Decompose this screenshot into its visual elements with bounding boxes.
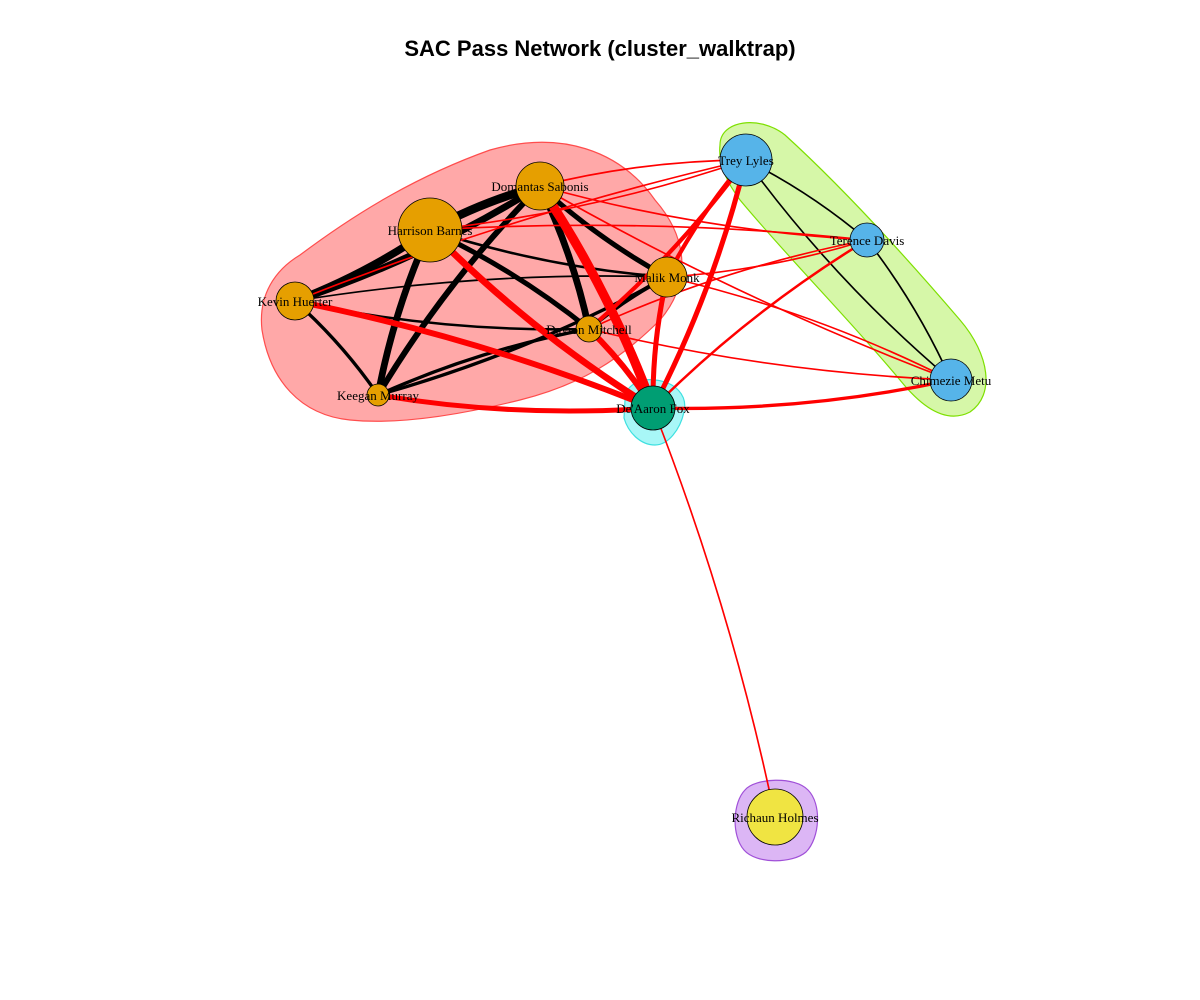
edge-terence-davis-harrison-barnes bbox=[429, 224, 868, 241]
edge-terence-davis-davion-mitchell bbox=[588, 239, 868, 330]
node-label-de-aaron-fox: De'Aaron Fox bbox=[616, 401, 690, 416]
node-chimezie-metu[interactable] bbox=[929, 358, 973, 402]
node-davion-mitchell[interactable] bbox=[575, 315, 603, 343]
node-malik-monk[interactable] bbox=[646, 256, 688, 298]
node-label-richaun-holmes: Richaun Holmes bbox=[731, 810, 818, 825]
edge-trey-lyles-kevin-huerter bbox=[294, 159, 747, 302]
node-label-malik-monk: Malik Monk bbox=[634, 270, 700, 285]
edge-domantas-sabonis-keegan-murray bbox=[375, 183, 543, 398]
edge-de-aaron-fox-kevin-huerter bbox=[292, 298, 656, 411]
edge-chimezie-metu-malik-monk bbox=[666, 276, 952, 381]
node-label-harrison-barnes: Harrison Barnes bbox=[388, 223, 473, 238]
node-label-trey-lyles: Trey Lyles bbox=[718, 153, 774, 168]
edge-chimezie-metu-davion-mitchell bbox=[588, 328, 952, 381]
node-label-keegan-murray: Keegan Murray bbox=[337, 388, 419, 403]
edge-de-aaron-fox-keegan-murray bbox=[375, 392, 656, 414]
nodes-layer bbox=[275, 133, 973, 846]
edge-de-aaron-fox-richaun-holmes bbox=[652, 407, 776, 818]
community-hull-1 bbox=[260, 141, 683, 422]
edge-de-aaron-fox-domantas-sabonis bbox=[535, 181, 658, 413]
node-trey-lyles[interactable] bbox=[719, 133, 773, 187]
node-label-kevin-huerter: Kevin Huerter bbox=[258, 294, 333, 309]
edge-de-aaron-fox-terence-davis bbox=[651, 238, 869, 410]
node-richaun-holmes[interactable] bbox=[746, 788, 804, 846]
node-terence-davis[interactable] bbox=[849, 222, 885, 258]
node-label-davion-mitchell: Davion Mitchell bbox=[546, 322, 632, 337]
edge-davion-mitchell-keegan-murray bbox=[376, 327, 591, 397]
edge-chimezie-metu-domantas-sabonis bbox=[539, 185, 952, 381]
node-harrison-barnes[interactable] bbox=[397, 197, 463, 263]
node-label-domantas-sabonis: Domantas Sabonis bbox=[491, 179, 588, 194]
node-de-aaron-fox[interactable] bbox=[630, 385, 676, 431]
edge-terence-davis-malik-monk bbox=[666, 239, 868, 278]
node-domantas-sabonis[interactable] bbox=[515, 161, 565, 211]
edge-terence-davis-domantas-sabonis bbox=[539, 185, 868, 241]
node-keegan-murray[interactable] bbox=[366, 383, 390, 407]
edge-de-aaron-fox-harrison-barnes bbox=[426, 226, 657, 412]
node-label-chimezie-metu: Chimezie Metu bbox=[911, 373, 992, 388]
node-kevin-huerter[interactable] bbox=[275, 281, 315, 321]
edge-trey-lyles-davion-mitchell bbox=[586, 157, 749, 332]
page-title: SAC Pass Network (cluster_walktrap) bbox=[404, 36, 796, 61]
edge-de-aaron-fox-chimezie-metu bbox=[651, 378, 953, 411]
edge-trey-lyles-harrison-barnes bbox=[429, 159, 747, 231]
node-label-terence-davis: Terence Davis bbox=[830, 233, 905, 248]
edge-trey-lyles-chimezie-metu bbox=[745, 159, 952, 381]
